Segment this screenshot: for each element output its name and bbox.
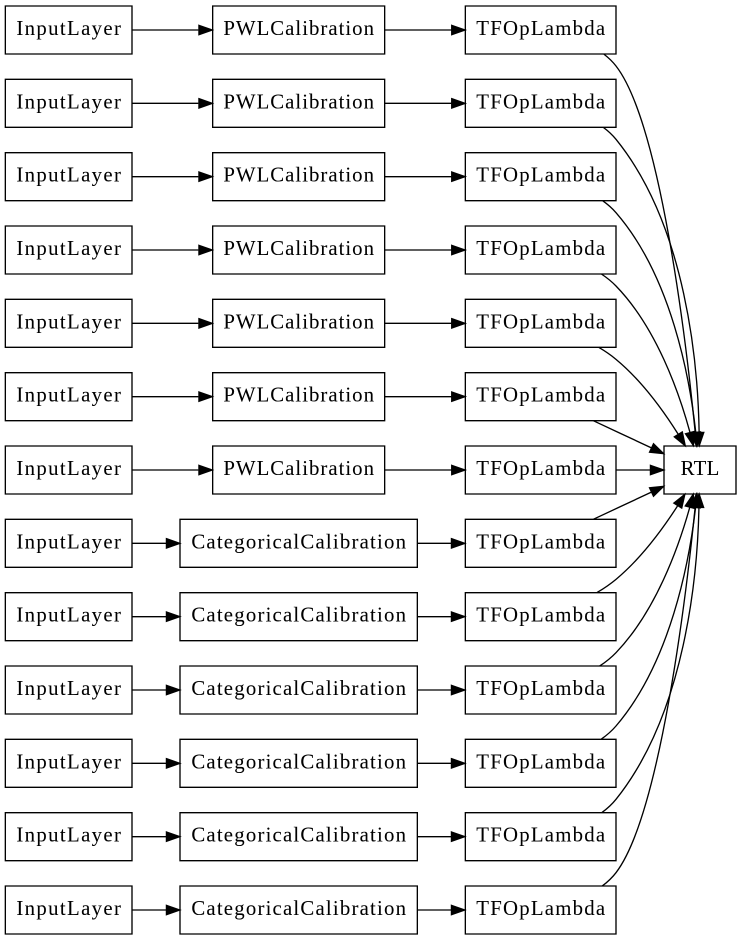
svg-text:InputLayer: InputLayer [16, 164, 121, 187]
svg-text:InputLayer: InputLayer [16, 897, 121, 920]
svg-text:InputLayer: InputLayer [16, 90, 121, 113]
svg-text:CategoricalCalibration: CategoricalCalibration [191, 677, 406, 700]
svg-text:InputLayer: InputLayer [16, 530, 121, 553]
svg-text:CategoricalCalibration: CategoricalCalibration [191, 897, 406, 920]
svg-text:TFOpLambda: TFOpLambda [476, 90, 605, 113]
svg-text:InputLayer: InputLayer [16, 457, 121, 480]
svg-text:TFOpLambda: TFOpLambda [476, 677, 605, 700]
svg-text:InputLayer: InputLayer [16, 310, 121, 333]
svg-text:InputLayer: InputLayer [16, 237, 121, 260]
svg-text:PWLCalibration: PWLCalibration [223, 310, 374, 333]
svg-text:TFOpLambda: TFOpLambda [476, 604, 605, 627]
svg-text:TFOpLambda: TFOpLambda [476, 310, 605, 333]
svg-text:TFOpLambda: TFOpLambda [476, 164, 605, 187]
svg-text:PWLCalibration: PWLCalibration [223, 457, 374, 480]
svg-text:TFOpLambda: TFOpLambda [476, 750, 605, 773]
svg-text:TFOpLambda: TFOpLambda [476, 237, 605, 260]
svg-text:InputLayer: InputLayer [16, 824, 121, 847]
svg-text:TFOpLambda: TFOpLambda [476, 530, 605, 553]
svg-text:TFOpLambda: TFOpLambda [476, 384, 605, 407]
svg-text:TFOpLambda: TFOpLambda [476, 824, 605, 847]
svg-text:InputLayer: InputLayer [16, 384, 121, 407]
svg-text:CategoricalCalibration: CategoricalCalibration [191, 530, 406, 553]
svg-text:InputLayer: InputLayer [16, 17, 121, 40]
svg-text:InputLayer: InputLayer [16, 604, 121, 627]
svg-text:TFOpLambda: TFOpLambda [476, 17, 605, 40]
svg-text:RTL: RTL [681, 457, 720, 480]
svg-text:PWLCalibration: PWLCalibration [223, 237, 374, 260]
svg-text:TFOpLambda: TFOpLambda [476, 457, 605, 480]
svg-text:PWLCalibration: PWLCalibration [223, 90, 374, 113]
svg-text:PWLCalibration: PWLCalibration [223, 164, 374, 187]
svg-text:TFOpLambda: TFOpLambda [476, 897, 605, 920]
svg-text:CategoricalCalibration: CategoricalCalibration [191, 750, 406, 773]
svg-text:InputLayer: InputLayer [16, 677, 121, 700]
svg-text:PWLCalibration: PWLCalibration [223, 17, 374, 40]
svg-text:InputLayer: InputLayer [16, 750, 121, 773]
svg-text:CategoricalCalibration: CategoricalCalibration [191, 604, 406, 627]
svg-text:PWLCalibration: PWLCalibration [223, 384, 374, 407]
svg-text:CategoricalCalibration: CategoricalCalibration [191, 824, 406, 847]
